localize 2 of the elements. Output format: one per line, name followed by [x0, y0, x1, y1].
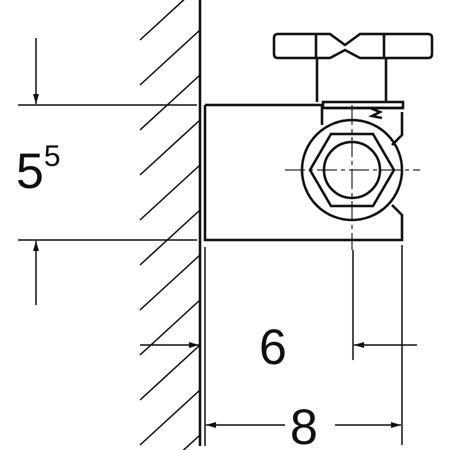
dimension-label: 6 [258, 322, 288, 372]
dimension-label: 5$^{5}$ [15, 146, 62, 196]
